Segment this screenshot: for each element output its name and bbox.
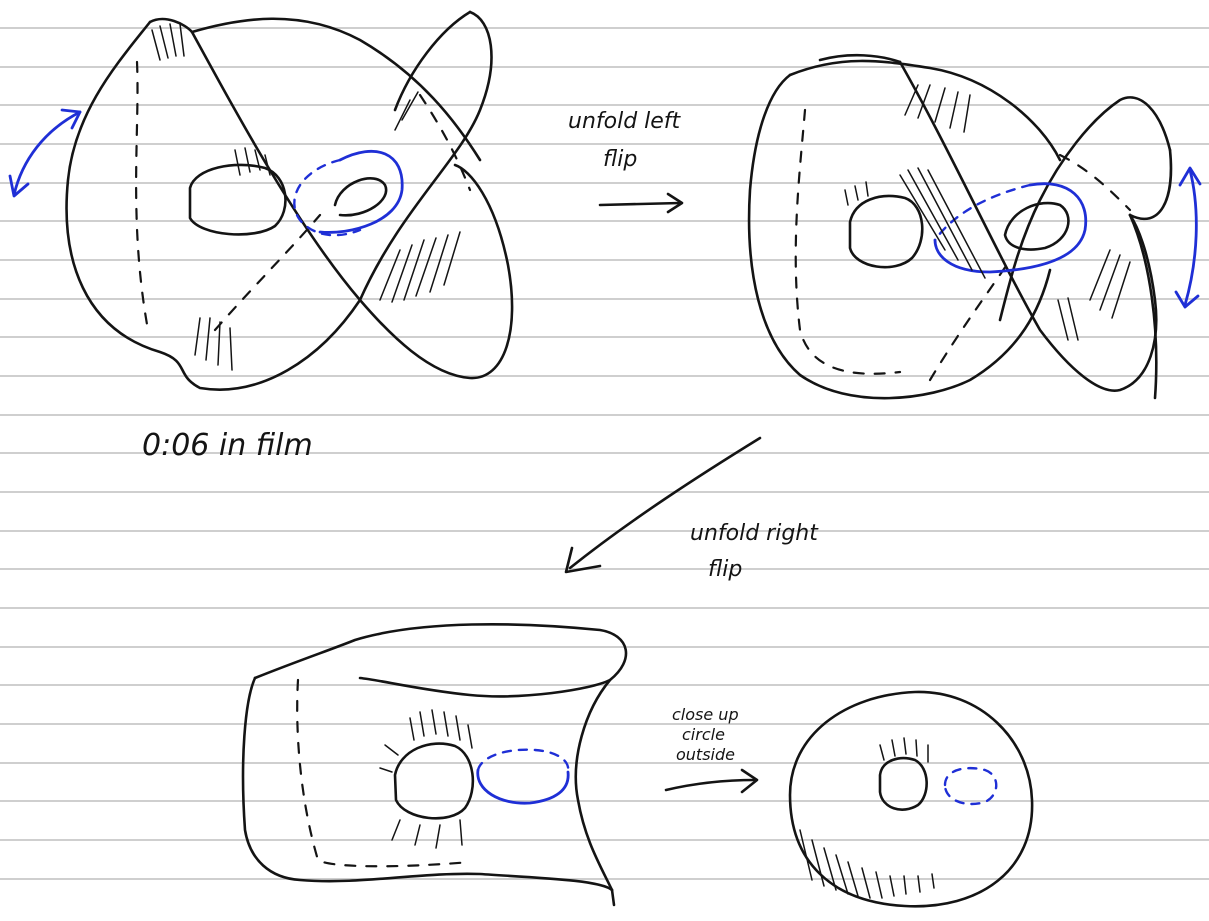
label-unfold-right: unfold right [690,521,819,546]
label-timestamp: 0:06 in film [142,428,313,463]
sketch-folded-surface-1 [10,12,512,390]
label-circle: circle [682,725,725,744]
label-unfold-left: unfold left [568,109,682,134]
hatching-3 [380,710,472,848]
arrow-right-1 [600,194,682,212]
arrow-right-2 [666,770,757,792]
arrow-diagonal-down-left [566,438,760,572]
label-flip-2: flip [708,557,742,582]
label-flip-1: flip [603,147,637,172]
sketch-folded-surface-2 [749,55,1200,398]
sketch-cylinder [243,624,626,905]
label-close-up: close up [672,705,739,724]
hatching-2 [845,85,1130,340]
hatching [152,24,460,370]
label-outside: outside [676,745,735,764]
